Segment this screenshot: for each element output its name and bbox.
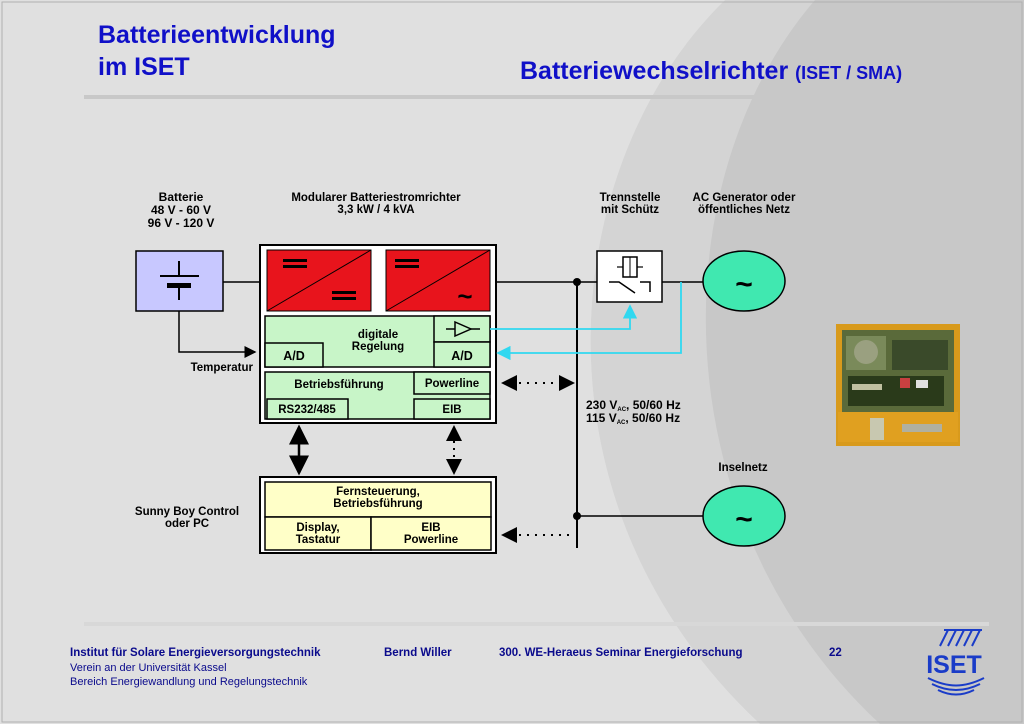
svg-text:Fernsteuerung,: Fernsteuerung, [336,486,420,498]
title-line2: im ISET [98,53,190,81]
subtitle: Batteriewechselrichter (ISET / SMA) [520,57,903,85]
ad-right [433,341,491,368]
footer-seminar: 300. WE-Heraeus Seminar Energieforschung [499,647,743,659]
footer-institute: Institut für Solare Energieversorgungste… [70,647,321,659]
svg-text:Betriebsführung: Betriebsführung [333,498,422,510]
svg-text:230 VAC, 50/60 Hz: 230 VAC, 50/60 Hz [586,398,681,413]
eib-powerline-block [370,516,492,551]
control-label-1: digitale [358,329,398,341]
control-label-2: Regelung [352,341,404,353]
inverter-tilde: ~ [457,281,472,311]
ac-generator [702,250,786,312]
ad-left [264,342,324,368]
converter-label-2: 3,3 kW / 4 kVA [337,204,414,216]
svg-text:Powerline: Powerline [404,534,458,546]
powerline-block [413,371,491,395]
sunny-boy-label-1: Sunny Boy Control [135,506,239,518]
island-net-generator [702,485,786,547]
battery-label-1: Batterie [159,190,204,204]
svg-text:~: ~ [735,503,753,536]
island-net-label: Inselnetz [718,462,767,474]
ac-label-2: öffentliches Netz [698,204,790,216]
header-divider [84,95,989,99]
sunny-boy-label-2: oder PC [165,518,209,530]
footer-line2: Verein an der Universität Kassel [70,662,227,674]
converter-label-1: Modularer Batteriestromrichter [291,192,461,204]
svg-text:~: ~ [735,268,753,301]
footer-author: Bernd Willer [384,647,452,659]
battery-label-3: 96 V - 120 V [148,216,215,230]
svg-text:Tastatur: Tastatur [296,534,341,546]
svg-text:Powerline: Powerline [425,378,479,390]
iset-logo: ISET [926,629,985,696]
svg-text:115 VAC, 50/60 Hz: 115 VAC, 50/60 Hz [586,411,680,426]
svg-text:Display,: Display, [296,522,339,534]
eib-block [413,398,491,420]
display-keyboard-block [264,516,372,551]
footer-line3: Bereich Energiewandlung und Regelungstec… [70,676,308,688]
rs232-block [266,398,349,420]
control-signal-line [490,304,638,330]
battery-label-2: 48 V - 60 V [151,203,211,217]
switch-label-1: Trennstelle [600,192,661,204]
battery-block [135,250,224,312]
svg-text:RS232/485: RS232/485 [278,404,336,416]
voltage-info: 230 VAC, 50/60 Hz 115 VAC, 50/60 Hz [586,398,681,426]
svg-text:A/D: A/D [451,349,473,363]
ac-label-1: AC Generator oder [693,192,796,204]
svg-text:Betriebsführung: Betriebsführung [294,379,383,391]
svg-text:A/D: A/D [283,349,305,363]
temperature-label: Temperatur [191,362,254,374]
title-line1: Batterieentwicklung [98,21,336,49]
inverter-photo [836,324,960,446]
svg-text:ISET: ISET [926,651,982,679]
amplifier-block [433,315,491,343]
footer-divider [84,622,989,626]
switch-label-2: mit Schütz [601,204,659,216]
measurement-signal-line [496,282,682,361]
page-number: 22 [829,647,842,659]
svg-text:EIB: EIB [442,404,461,416]
svg-text:EIB: EIB [421,522,440,534]
